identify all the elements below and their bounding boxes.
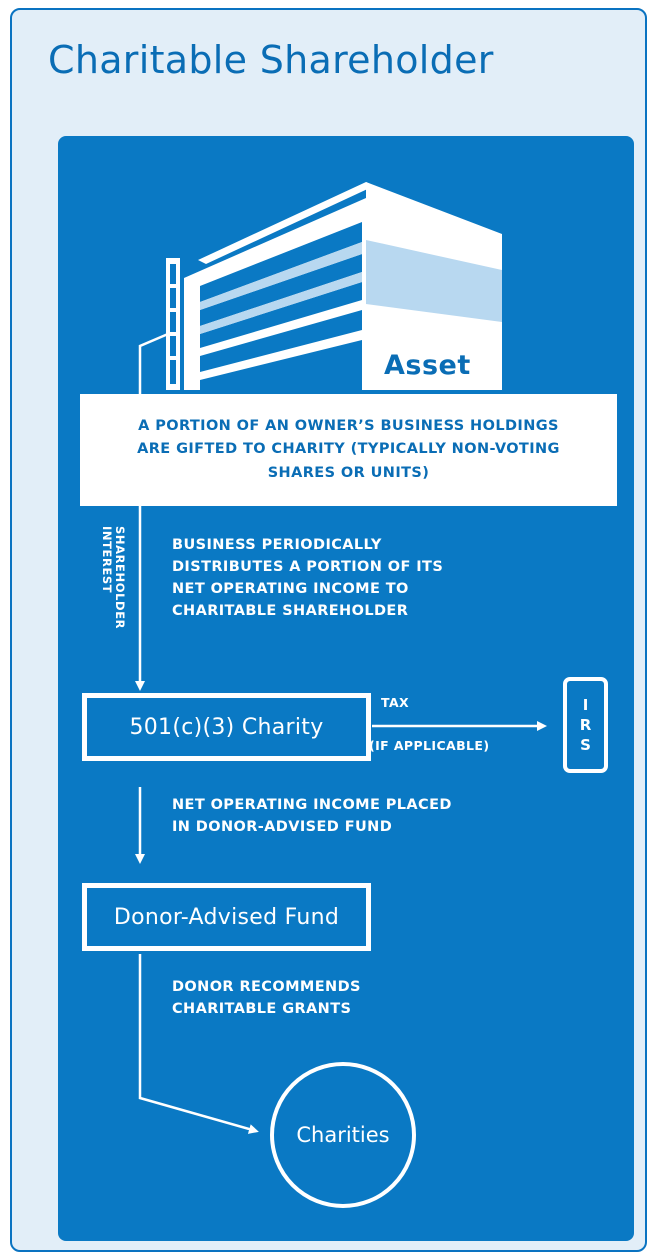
connector-asset-to-charity: [135, 332, 169, 691]
tax-sublabel: (IF APPLICABLE): [369, 738, 490, 753]
tax-label: TAX: [381, 695, 410, 710]
page-title: Charitable Shareholder: [48, 38, 494, 82]
infographic-card: Charitable Shareholder: [10, 8, 647, 1252]
flow-connectors: [135, 332, 547, 1134]
irs-box: I R S: [563, 677, 608, 773]
gift-statement-text: A PORTION OF AN OWNER’S BUSINESS HOLDING…: [137, 418, 560, 481]
building-icon: [166, 182, 502, 390]
gift-statement-box: A PORTION OF AN OWNER’S BUSINESS HOLDING…: [80, 394, 617, 506]
daf-box: Donor-Advised Fund: [82, 883, 371, 951]
placement-note: NET OPERATING INCOME PLACED IN DONOR-ADV…: [172, 797, 452, 836]
distribution-note: BUSINESS PERIODICALLY DISTRIBUTES A PORT…: [172, 537, 444, 620]
asset-label: Asset: [384, 350, 471, 381]
charities-circle: Charities: [270, 1062, 416, 1208]
charity-box: 501(c)(3) Charity: [82, 693, 371, 761]
flow-panel: Asset A PORTION OF AN OWNER’S BUSINESS H…: [58, 136, 634, 1241]
grants-note: DONOR RECOMMENDS CHARITABLE GRANTS: [172, 979, 361, 1018]
connector-daf-to-charities: [138, 954, 259, 1134]
